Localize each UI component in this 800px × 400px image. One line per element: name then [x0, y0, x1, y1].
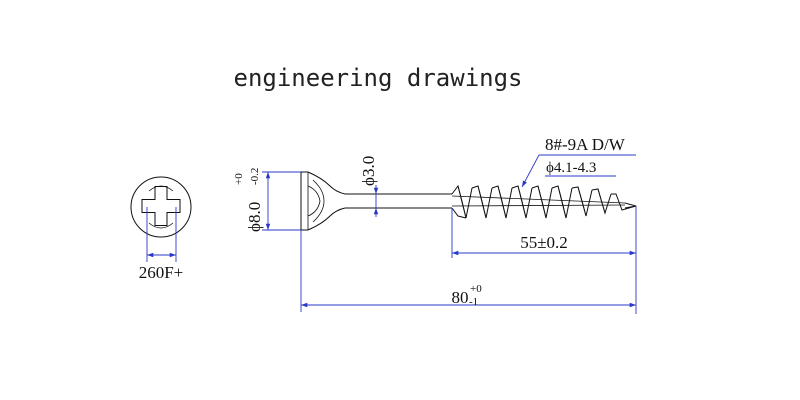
- thread-spec-line1: 8#-9A D/W: [545, 135, 626, 154]
- drive-size-label: 260F+: [139, 263, 184, 282]
- head-end-view: 260F+: [130, 176, 192, 282]
- thread-spec-callout: 8#-9A D/W ϕ4.1-4.3: [521, 135, 636, 188]
- svg-text:ϕ8.0: ϕ8.0: [245, 202, 264, 232]
- screw-side-view: [300, 171, 637, 231]
- total-length-lower-tol: -1: [469, 296, 478, 308]
- thread-spec-line2: ϕ4.1-4.3: [546, 160, 596, 176]
- thread-profile: [451, 184, 637, 219]
- thread-length-label: 55±0.2: [520, 233, 568, 252]
- thread-length-dimension: 55±0.2: [451, 206, 637, 314]
- shank-diameter-label: ϕ3.0: [359, 156, 378, 186]
- shank-diameter-dimension: ϕ3.0: [359, 156, 379, 217]
- total-length-dimension: 80 +0 -1: [300, 230, 636, 312]
- drawing-title: engineering drawings: [234, 64, 523, 92]
- head-diameter-upper-tol: +0: [233, 173, 245, 185]
- head-diameter-dimension: ϕ8.0 +0 -0.2: [233, 168, 301, 232]
- head-diameter-label: ϕ8.0: [245, 202, 264, 232]
- head-diameter-lower-tol: -0.2: [249, 168, 261, 185]
- total-length-upper-tol: +0: [470, 283, 482, 295]
- total-length-label: 80: [452, 288, 469, 307]
